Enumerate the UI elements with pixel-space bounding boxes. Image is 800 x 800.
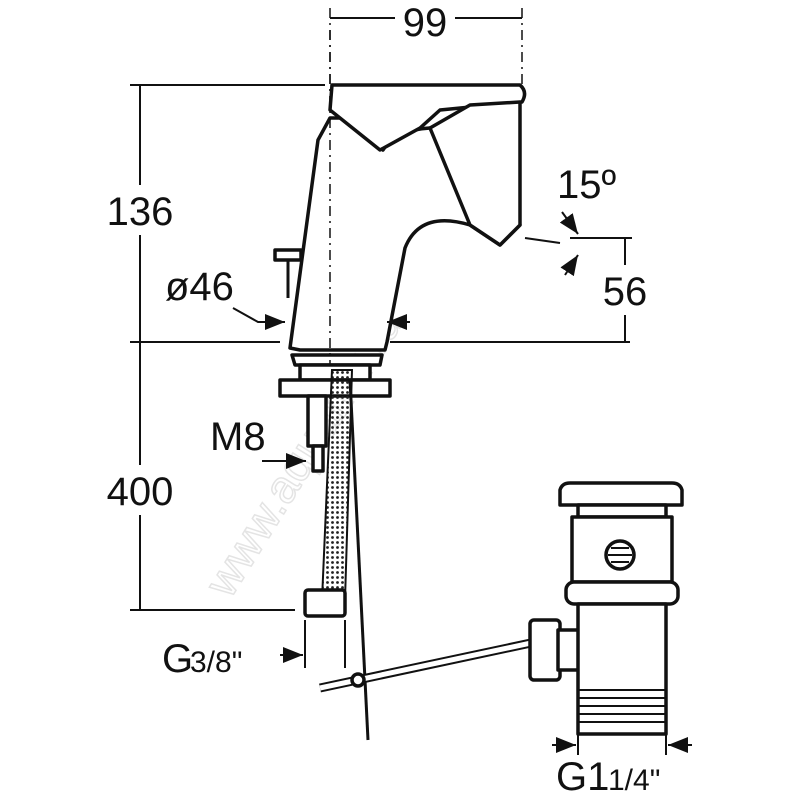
dimension-label-diameter: ø46 (165, 265, 234, 309)
rod-clamp (350, 672, 366, 688)
mounting-kit: M8 (210, 363, 392, 741)
dimension-label-136: 136 (107, 190, 174, 234)
popup-rod (319, 618, 585, 693)
mounting-stud (306, 394, 328, 448)
waste-body (576, 602, 668, 736)
hose-nut (303, 588, 347, 618)
dimension-136-400: 136 400 (85, 84, 630, 611)
waste-cap (558, 481, 684, 507)
dimension-label-m8: M8 (210, 415, 266, 459)
dimension-label-g114-prefix: G1 (556, 755, 609, 799)
dimension-label-angle: 15º (557, 163, 616, 207)
dimension-label-g114-fraction: 1/4" (608, 764, 660, 797)
dimension-g38: G 3/8" (162, 620, 346, 681)
dimension-56: 56 15º (524, 163, 660, 342)
lever-handle (328, 83, 527, 152)
dimension-label-56: 56 (603, 270, 648, 314)
spout (428, 100, 522, 247)
waste-nut (564, 580, 680, 606)
popup-knob (273, 248, 303, 262)
waste-thread (578, 689, 666, 723)
dimension-g114: G1 1/4" (552, 734, 692, 799)
pop-up-waste (558, 481, 684, 736)
dimension-label-g38-prefix: G (162, 637, 193, 681)
dimension-label-99: 99 (403, 1, 448, 45)
dimension-99: 99 (329, 0, 523, 100)
dimension-label-400: 400 (107, 470, 174, 514)
faucet-body: ø46 (165, 30, 527, 400)
dimension-label-g38-fraction: 3/8" (190, 646, 242, 679)
